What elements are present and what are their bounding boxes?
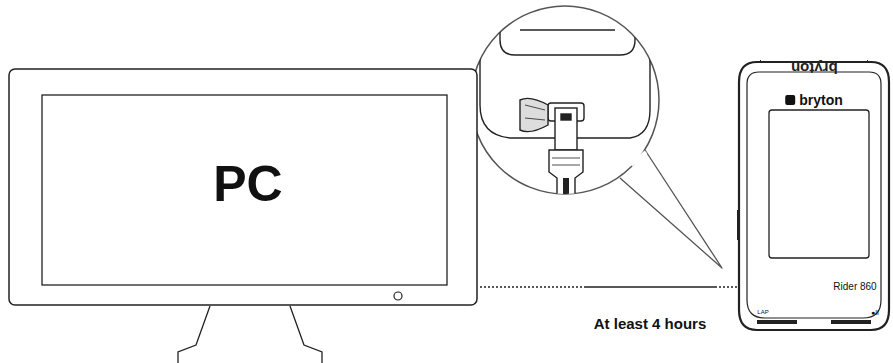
duration-label: At least 4 hours	[594, 315, 707, 332]
logo-mark	[785, 95, 795, 105]
usb-cable	[480, 286, 739, 288]
monitor-screen	[42, 95, 447, 285]
bike-computer: brytonRider 860LAP ●II	[737, 60, 891, 332]
side-button	[737, 210, 740, 240]
pc-monitor: PC	[8, 68, 478, 306]
bottom-buttons	[757, 320, 871, 324]
model-name: Rider 860	[833, 281, 876, 292]
monitor-frame	[9, 69, 477, 305]
monitor-stand	[178, 306, 322, 363]
button-label: ●II	[871, 309, 879, 316]
power-button	[394, 292, 402, 300]
mirrored-logo: bryton	[791, 60, 838, 77]
screen-label: PC	[213, 155, 282, 213]
device-body	[739, 62, 889, 330]
button-label: LAP	[757, 309, 768, 315]
brand-logo: bryton	[799, 92, 843, 108]
device-bezel	[747, 72, 881, 318]
magnified-callout	[471, 6, 722, 268]
device-screen	[769, 110, 869, 258]
